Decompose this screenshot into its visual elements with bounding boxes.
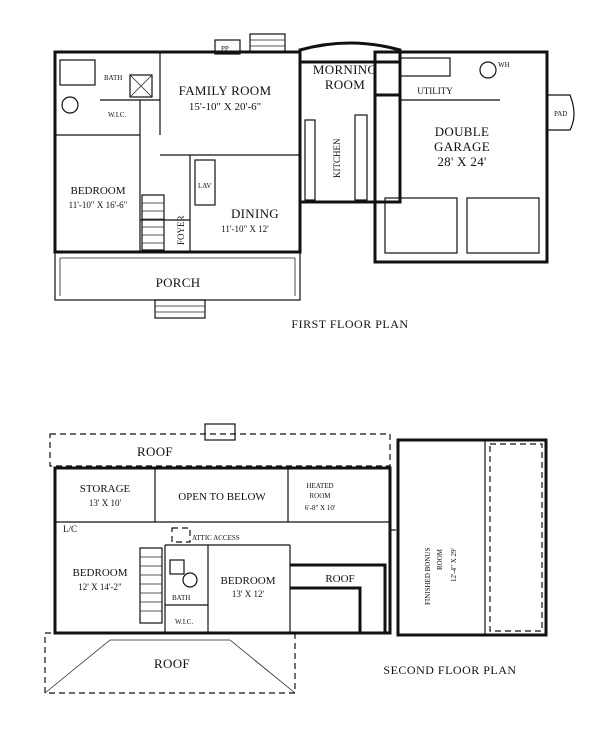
upstairs-sink [169,559,185,575]
garage-walls [373,50,549,264]
morning-room-label-1: MORNING [313,62,377,77]
storage-label: STORAGE [80,483,131,495]
garage-door-right [466,197,540,254]
roof-mid-label: ROOF [325,573,354,585]
roof-mid-outline [290,563,387,635]
wh-label: WH [498,61,510,69]
roof-top-label: ROOF [137,444,173,459]
kitchen-counter-right [354,114,368,201]
heated-room-label-2: ROOM [309,492,331,500]
first-floor-plan: FAMILY ROOM 15'-10" X 20'-6" MORNING ROO… [53,33,575,331]
upstairs-bath-label: BATH [172,594,190,602]
second-floor-walls [53,466,392,635]
double-garage-label-1: DOUBLE [435,124,490,139]
shower [129,74,153,98]
attic-access-box [171,527,191,543]
washer-dryer [399,57,451,77]
open-to-below-label: OPEN TO BELOW [178,491,266,503]
wic-label: W.I.C. [108,111,126,119]
lc-label: L/C [63,524,77,534]
bonus-room-size: 12'-4" X 29' [450,548,458,582]
second-floor-plan: ROOF STORAGE 13' X 10' OPEN TO BELOW HEA… [44,423,548,694]
bedroom-size: 11'-10" X 16'-6" [69,200,128,210]
roof-top-outline [49,433,391,467]
attic-access-label: ATTIC ACCESS [192,534,240,542]
family-room-label: FAMILY ROOM [179,83,272,98]
roof-bottom-label: ROOF [154,656,190,671]
rear-steps [249,33,286,53]
toilet [61,96,79,114]
pad-outline [547,94,575,131]
dining-label: DINING [231,206,279,221]
bedroom-right-size: 13' X 12' [232,589,265,599]
first-floor-caption: FIRST FLOOR PLAN [291,317,408,331]
storage-size: 13' X 10' [89,498,122,508]
foyer-label: FOYER [176,215,186,245]
water-heater [479,61,497,79]
dining-size: 11'-10" X 12' [221,224,269,234]
double-garage-label-2: GARAGE [434,139,490,154]
double-garage-size: 28' X 24' [437,154,486,169]
bonus-room-walls [396,438,548,637]
bonus-room-label-1: FINISHED BONUS [424,548,432,605]
porch-label: PORCH [156,275,201,290]
morning-room-label-2: ROOM [325,77,365,92]
kitchen-label: KITCHEN [332,138,342,178]
kitchen-walls [298,60,402,204]
porch-steps [154,299,206,319]
pad-label: PAD [554,110,567,118]
stairs-first-floor [141,194,165,251]
bath-label: BATH [104,74,122,82]
stairs-second-floor [139,547,163,624]
tub [59,59,96,86]
lav-label: LAV [198,182,211,190]
bonus-room-label-2: ROOM [436,548,444,570]
bonus-side-roof [489,443,543,632]
family-room-size: 15'-10" X 20'-6" [189,101,261,113]
bedroom-label: BEDROOM [70,185,125,197]
pp-box [214,39,241,55]
heated-room-label-1: HEATED [306,482,333,490]
garage-door-left [384,197,458,254]
pp-label: PP [221,45,229,53]
heated-room-size: 6'-8" X 10' [305,504,335,512]
morning-room-bay [298,41,402,97]
lav-box [194,159,216,206]
roof-bottom-outline [44,632,296,694]
bedroom-right-label: BEDROOM [220,575,275,587]
roof-chimney [204,423,236,441]
bedroom-left-label: BEDROOM [72,567,127,579]
kitchen-counter-left [304,119,316,201]
second-floor-caption: SECOND FLOOR PLAN [383,663,516,677]
utility-label: UTILITY [417,86,453,96]
upstairs-wic-label: W.I.C. [175,618,193,626]
bedroom-left-size: 12' X 14'-2" [78,582,122,592]
upstairs-toilet [182,572,198,588]
